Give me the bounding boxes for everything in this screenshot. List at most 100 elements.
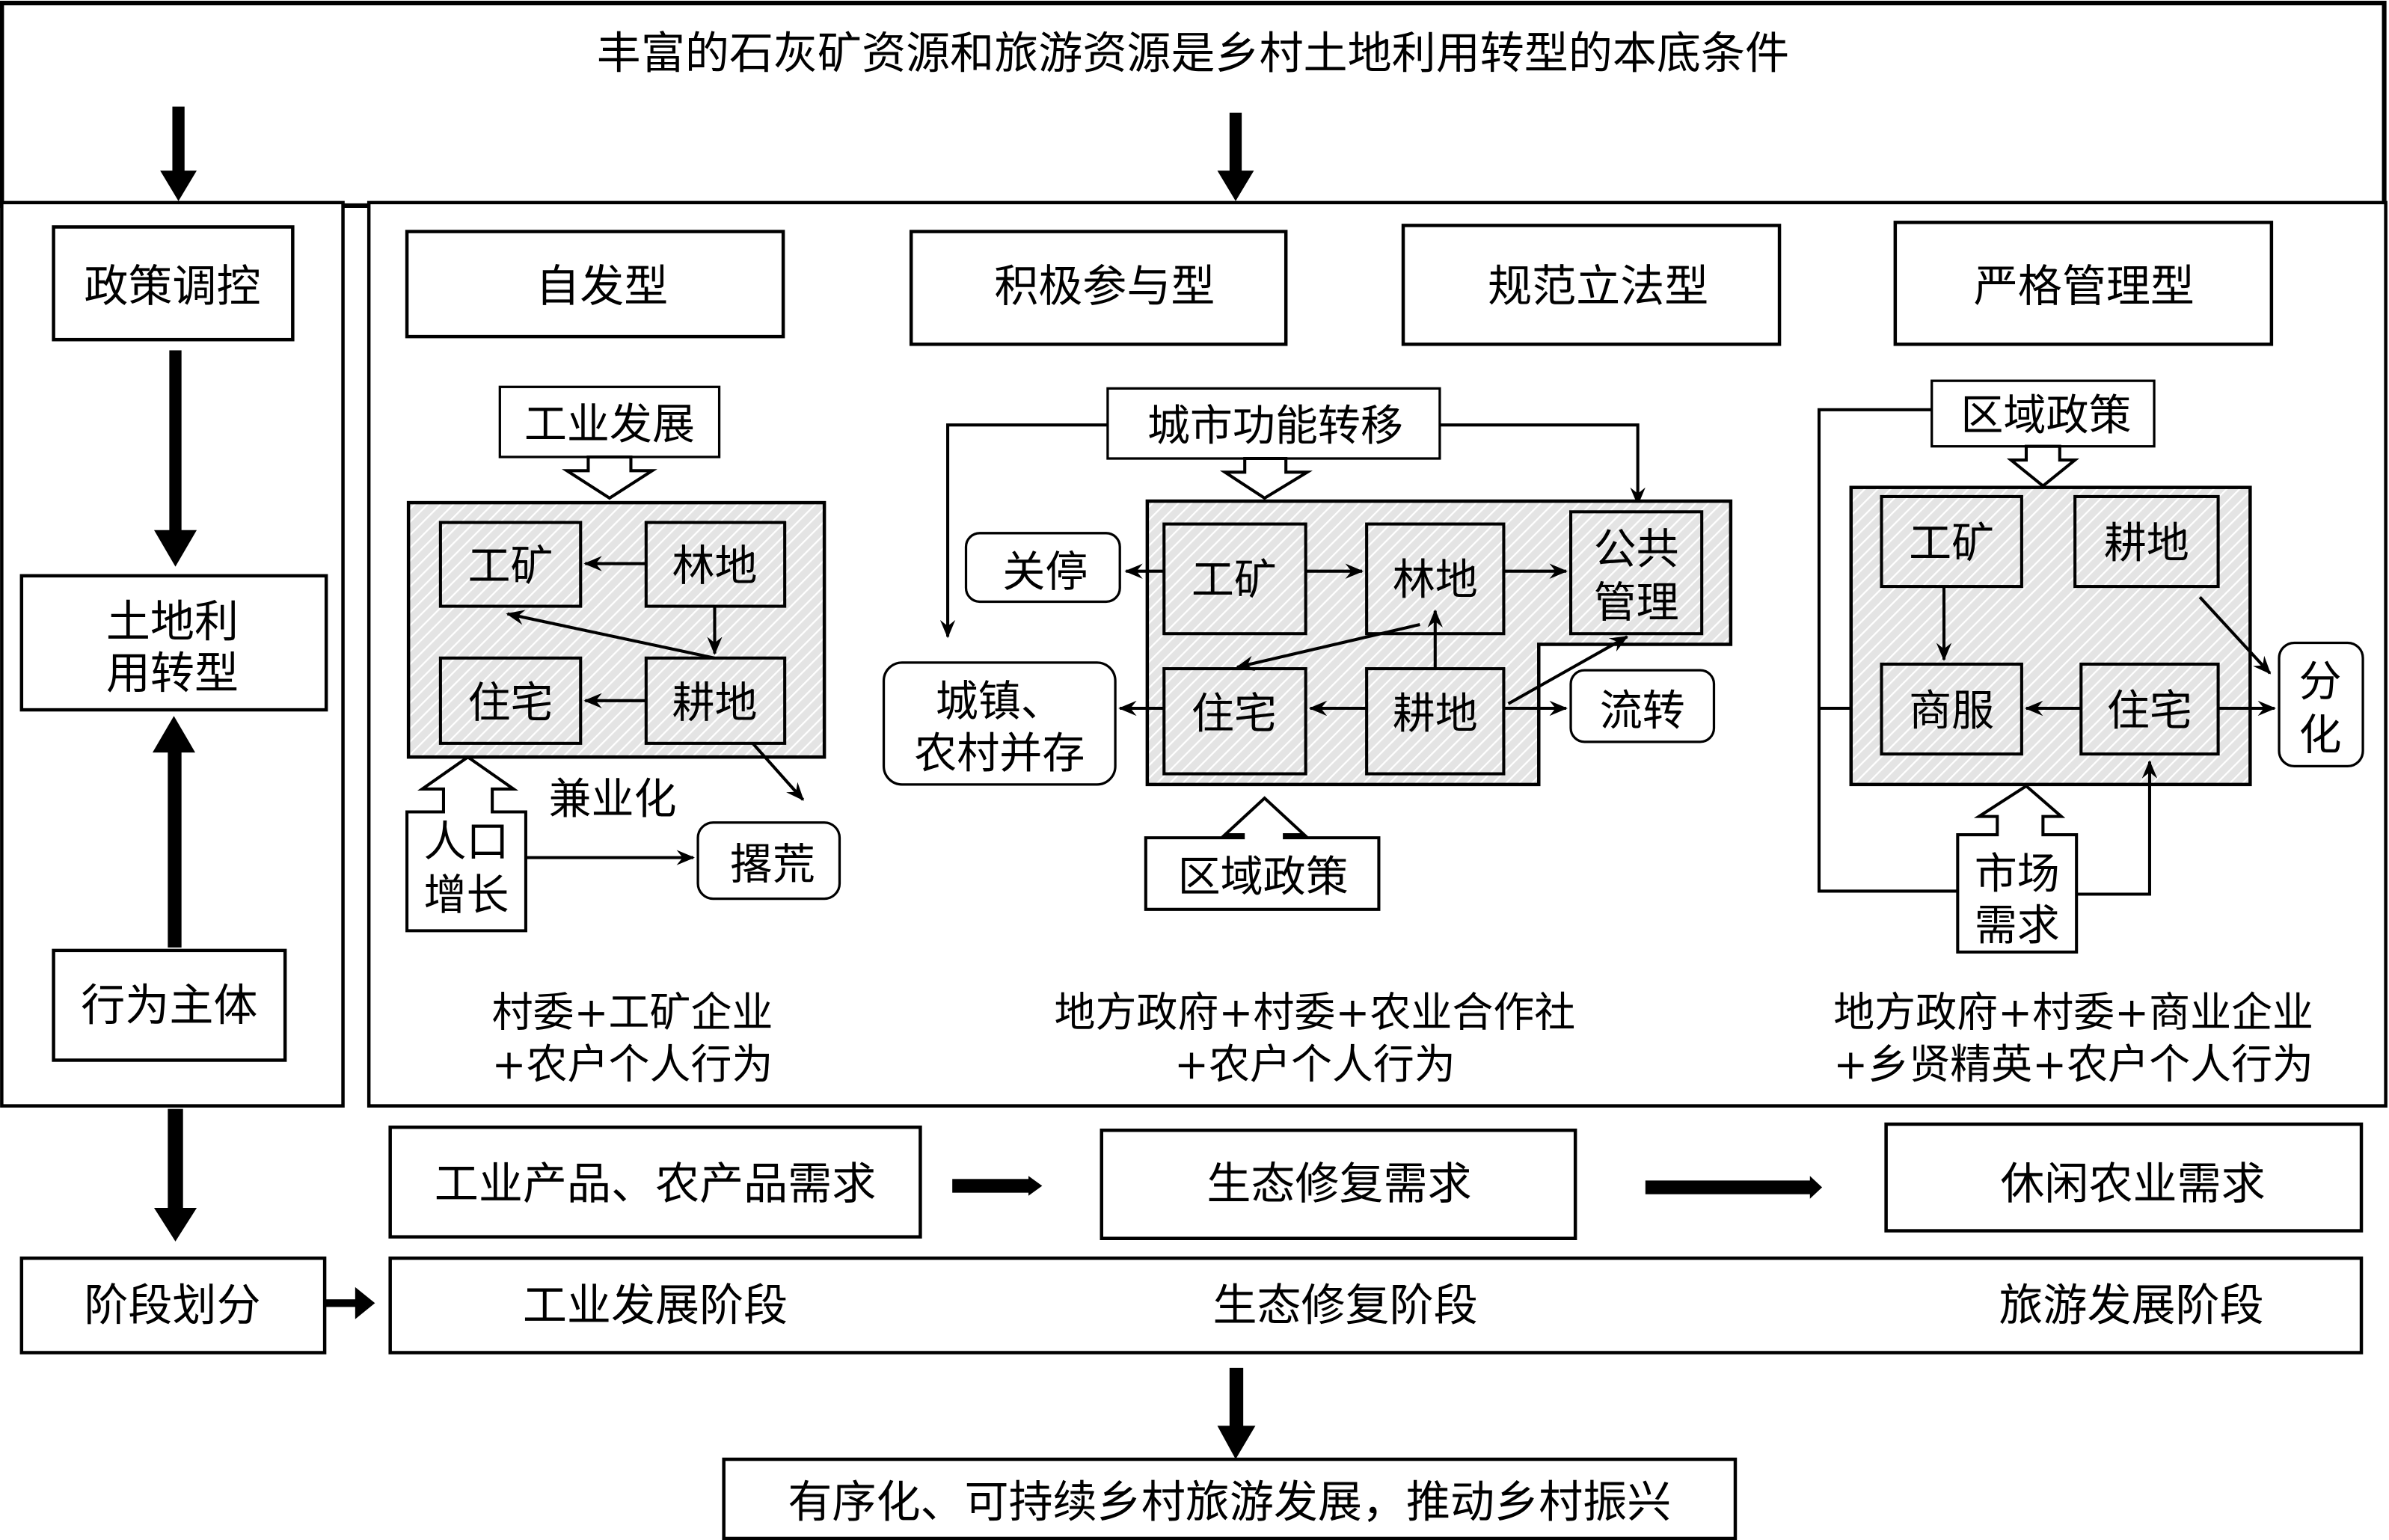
node-public-management: 公共 管理 xyxy=(1569,510,1704,636)
actors-box: 行为主体 xyxy=(52,948,287,1062)
driver-market-line2: 需求 xyxy=(1975,901,2060,951)
outcome-transfer: 流转 xyxy=(1569,669,1716,743)
arrow-stage-division-to-stages xyxy=(325,1286,375,1319)
active-actors-line2: +农户个人行为 xyxy=(1174,1040,1456,1088)
outcome-text: 有序化、可持续乡村旅游发展，推动乡村振兴 xyxy=(788,1476,1671,1527)
node-farmland-strict: 耕地 xyxy=(2073,494,2220,589)
differentiation-line1: 分 xyxy=(2299,657,2342,707)
driver-market-demand: 市场 需求 xyxy=(1956,784,2079,954)
arrow-farmland-to-mining xyxy=(506,610,715,660)
arrow-premise-to-main xyxy=(1217,112,1254,201)
demand-industrial-label: 工业产品、农产品需求 xyxy=(435,1158,876,1209)
actors-label: 行为主体 xyxy=(81,980,257,1031)
arrow-urban-to-coexist xyxy=(939,423,1108,639)
node-farmland-active-label: 耕地 xyxy=(1393,689,1478,738)
demand-ecological-label: 生态修复需求 xyxy=(1206,1158,1471,1209)
stages-frame xyxy=(388,1256,2364,1355)
arrow-urban-to-public xyxy=(1439,423,1646,506)
connector-policy-market-loop xyxy=(1817,408,1960,893)
driver-market-line1: 市场 xyxy=(1975,849,2060,898)
arrow-market-to-housing xyxy=(2076,760,2158,896)
node-mining-label: 工矿 xyxy=(468,542,553,591)
arrow-stages-to-outcome xyxy=(1217,1367,1256,1460)
outcome-box: 有序化、可持续乡村旅游发展，推动乡村振兴 xyxy=(722,1457,1738,1540)
outcome-abandoned: 撂荒 xyxy=(696,821,841,901)
node-housing-active-label: 住宅 xyxy=(1192,689,1277,738)
stage-industrial: 工业发展阶段 xyxy=(523,1280,788,1331)
type-spontaneous: 自发型 xyxy=(405,230,785,339)
node-mining-active-label: 工矿 xyxy=(1192,555,1277,604)
driver-population-growth: 人口 增长 xyxy=(405,755,527,933)
driver-industrial-development: 工业发展 xyxy=(498,385,721,500)
arrow-farmland-to-public xyxy=(1507,635,1629,705)
driver-regional-active-label: 区域政策 xyxy=(1178,852,1349,901)
coexist-line2: 农村并存 xyxy=(914,728,1085,778)
type-spontaneous-label: 自发型 xyxy=(536,260,668,312)
transfer-label: 流转 xyxy=(1600,686,1685,735)
stage-division-label: 阶段划分 xyxy=(84,1280,260,1331)
stage-division-box: 阶段划分 xyxy=(19,1256,327,1355)
stage-ecological: 生态修复阶段 xyxy=(1212,1280,1477,1331)
abandoned-label: 撂荒 xyxy=(730,840,815,889)
arrow-left-to-stage xyxy=(154,1108,197,1242)
node-forest-active-label: 林地 xyxy=(1393,555,1478,604)
demand-leisure-agriculture: 休闲农业需求 xyxy=(1884,1122,2364,1233)
demand-ecological-restoration: 生态修复需求 xyxy=(1100,1128,1577,1240)
node-farmland-label: 耕地 xyxy=(672,678,757,728)
stage-tourism: 旅游发展阶段 xyxy=(1999,1280,2263,1331)
arrow-actors-to-landuse xyxy=(152,716,195,948)
node-housing-strict-label: 住宅 xyxy=(2107,686,2192,735)
type-strict-label: 严格管理型 xyxy=(1974,260,2195,312)
node-housing-strict: 住宅 xyxy=(2079,662,2220,756)
type-regulated-legislation: 规范立法型 xyxy=(1401,224,1782,346)
driver-population-line2: 增长 xyxy=(423,871,509,920)
arrow-premise-to-left xyxy=(160,106,197,201)
node-forest: 林地 xyxy=(644,521,787,608)
driver-population-line1: 人口 xyxy=(423,817,509,867)
node-mining-strict-label: 工矿 xyxy=(1909,518,1994,568)
closed-label: 关停 xyxy=(1002,547,1088,597)
node-mining-strict: 工矿 xyxy=(1880,494,2023,589)
arrow-farmland-to-abandoned xyxy=(751,742,805,801)
premise-text: 丰富的石灰矿资源和旅游资源是乡村土地利用转型的本底条件 xyxy=(597,28,1789,79)
driver-industrial-label: 工业发展 xyxy=(524,400,695,450)
outcome-differentiation: 分 化 xyxy=(2278,641,2364,768)
type-strict-management: 严格管理型 xyxy=(1893,221,2274,346)
node-mining: 工矿 xyxy=(438,521,583,608)
land-use-label-line2: 用转型 xyxy=(106,648,239,699)
strict-actors-line2: +乡贤精英+农户个人行为 xyxy=(1833,1040,2313,1088)
strict-actors-line1: 地方政府+村委+商业企业 xyxy=(1833,989,2313,1037)
differentiation-line2: 化 xyxy=(2299,711,2342,760)
driver-regional-policy-active: 区域政策 xyxy=(1144,796,1381,911)
arrow-forest-to-housing xyxy=(1236,623,1420,671)
node-farmland-active: 耕地 xyxy=(1365,667,1506,776)
node-public-line1: 公共 xyxy=(1594,525,1679,574)
node-commerce: 商服 xyxy=(1880,662,2023,756)
spontaneous-cluster: 工业发展 工矿 林地 住宅 耕地 人口 增长 兼业化 xyxy=(405,385,841,1088)
active-actors-line1: 地方政府+村委+农业合作社 xyxy=(1055,989,1576,1037)
policy-box: 政策调控 xyxy=(52,225,295,342)
type-regulated-label: 规范立法型 xyxy=(1488,260,1708,312)
policy-label: 政策调控 xyxy=(84,260,260,312)
coexist-line1: 城镇、 xyxy=(936,677,1064,726)
outcome-closed: 关停 xyxy=(964,532,1121,604)
premise-box: 丰富的石灰矿资源和旅游资源是乡村土地利用转型的本底条件 xyxy=(0,1,2387,208)
node-forest-label: 林地 xyxy=(672,542,757,591)
arrow-policy-to-landuse xyxy=(154,350,197,567)
driver-urban-label: 城市功能转移 xyxy=(1147,402,1403,451)
node-housing: 住宅 xyxy=(438,656,583,745)
spontaneous-actors-line1: 村委+工矿企业 xyxy=(492,989,773,1037)
arrow-farmland-to-differentiation xyxy=(2198,595,2272,675)
land-use-label-line1: 土地利 xyxy=(106,595,239,647)
strict-cluster: 区域政策 工矿 耕地 商服 住宅 分 化 xyxy=(1817,379,2364,1088)
land-use-box: 土地利 用转型 xyxy=(19,574,328,712)
node-commerce-label: 商服 xyxy=(1909,686,1994,735)
active-cluster: 城市功能转移 工矿 林地 公共 管理 住宅 耕地 xyxy=(882,387,1733,1088)
demand-leisure-label: 休闲农业需求 xyxy=(2000,1158,2265,1209)
outcome-urban-rural-coexist: 城镇、 农村并存 xyxy=(882,661,1117,786)
node-farmland-strict-label: 耕地 xyxy=(2104,518,2189,568)
node-farmland: 耕地 xyxy=(644,656,787,745)
node-mining-active: 工矿 xyxy=(1162,522,1307,636)
spontaneous-actors-line2: +农户个人行为 xyxy=(492,1040,773,1088)
